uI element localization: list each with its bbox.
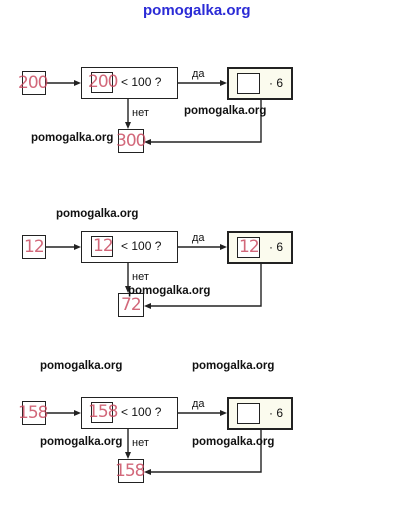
condition-value-3: 158 [88, 402, 118, 422]
yes-label-3: да [192, 398, 205, 410]
input-box-1: 200 [18, 71, 48, 95]
multiplier-3: · 6 [269, 406, 284, 420]
watermark-6: pomogalka.org [192, 360, 275, 372]
multiplier-1: · 6 [269, 76, 284, 90]
flowchart-3: 158 158 < 100 ? да нет · 6 158 [0, 396, 402, 516]
condition-text-1: < 100 ? [121, 75, 162, 89]
multiply-slot-3 [237, 403, 260, 424]
yes-label-2: да [192, 232, 205, 244]
watermark-3: pomogalka.org [56, 208, 139, 220]
condition-value-2: 12 [93, 236, 114, 256]
multiply-slot-2: 12 [237, 237, 260, 258]
condition-slot-3: 158 [88, 402, 118, 423]
output-box-1: 300 [116, 129, 146, 153]
input-value-1: 200 [18, 73, 48, 93]
input-box-2: 12 [22, 235, 46, 259]
watermark-8: pomogalka.org [192, 436, 275, 448]
flowchart-1: 200 200 < 100 ? да нет · 6 300 [0, 66, 402, 186]
condition-text-2: < 100 ? [121, 239, 162, 253]
yes-label-1: да [192, 68, 205, 80]
no-label-3: нет [132, 437, 149, 449]
flowchart-2-arrows [46, 244, 262, 309]
output-box-3: 158 [115, 459, 145, 483]
output-box-2: 72 [118, 293, 144, 317]
output-value-1: 300 [116, 131, 146, 151]
header-watermark: pomogalka.org [143, 2, 251, 19]
multiply-box-1: · 6 [227, 67, 293, 100]
watermark-5: pomogalka.org [40, 360, 123, 372]
input-value-3: 158 [18, 403, 48, 423]
condition-slot-2: 12 [91, 236, 114, 257]
condition-box-3: 158 < 100 ? [81, 397, 178, 429]
multiply-slot-1 [237, 73, 260, 94]
multiply-value-2: 12 [239, 237, 260, 257]
no-label-1: нет [132, 107, 149, 119]
condition-slot-1: 200 [88, 72, 118, 93]
flowchart-3-arrows [46, 410, 262, 475]
watermark-4: pomogalka.org [128, 285, 211, 297]
multiply-box-3: · 6 [227, 397, 293, 430]
condition-text-3: < 100 ? [121, 405, 162, 419]
flowchart-2: 12 12 < 100 ? да нет 12 · 6 72 [0, 230, 402, 350]
watermark-1: pomogalka.org [184, 105, 267, 117]
output-value-2: 72 [121, 295, 142, 315]
condition-box-2: 12 < 100 ? [81, 231, 178, 263]
watermark-2: pomogalka.org [31, 132, 114, 144]
watermark-7: pomogalka.org [40, 436, 123, 448]
output-value-3: 158 [115, 461, 145, 481]
input-value-2: 12 [24, 237, 45, 257]
condition-box-1: 200 < 100 ? [81, 67, 178, 99]
worksheet: pomogalka.org 200 200 < 100 ? да нет [0, 2, 402, 483]
multiplier-2: · 6 [269, 240, 284, 254]
no-label-2: нет [132, 271, 149, 283]
multiply-box-2: 12 · 6 [227, 231, 293, 264]
flowchart-1-arrows [46, 80, 262, 145]
input-box-3: 158 [18, 401, 48, 425]
condition-value-1: 200 [88, 72, 118, 92]
